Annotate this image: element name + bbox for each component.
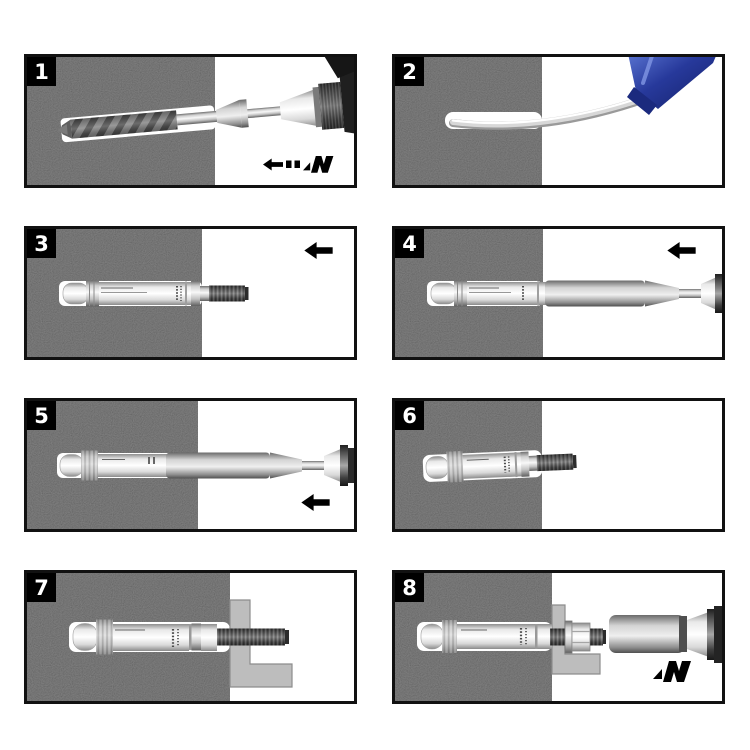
washer	[564, 620, 573, 654]
step-panel-8: 8	[392, 570, 725, 704]
step-number: 7	[34, 575, 49, 600]
step-number-badge: 6	[395, 401, 424, 430]
drill-chuck	[279, 57, 354, 136]
hammer-drill-symbol	[263, 156, 334, 173]
step-number-badge: 3	[27, 229, 56, 258]
dust-blower	[627, 57, 716, 115]
fixture-bracket	[551, 604, 601, 675]
step-panel-6: 6	[392, 398, 725, 532]
step-panel-3: 3	[24, 226, 357, 360]
left-arrow-icon	[667, 242, 696, 259]
step-panel-1: 1	[24, 54, 357, 188]
anchor-bolt	[59, 450, 168, 481]
stud-end	[590, 628, 606, 646]
step-number-badge: 8	[395, 573, 424, 602]
socket-tool	[609, 615, 687, 653]
step-number-badge: 4	[395, 229, 424, 258]
left-arrow-icon	[301, 494, 330, 511]
step-number-badge: 7	[27, 573, 56, 602]
threaded-stud	[550, 628, 566, 646]
step-number: 3	[34, 231, 49, 256]
step-panel-5: 5	[24, 398, 357, 532]
step-number-badge: 5	[27, 401, 56, 430]
drill-bit	[57, 110, 218, 139]
step-number: 2	[402, 59, 417, 84]
hammer-drill	[57, 57, 354, 143]
step-number: 4	[402, 231, 417, 256]
step-panel-7: 7	[24, 570, 357, 704]
step-number: 8	[402, 575, 417, 600]
anchor-bolt	[62, 280, 249, 307]
anchor-bolt	[72, 619, 289, 655]
setting-tool	[545, 280, 701, 307]
setting-tool	[166, 452, 324, 479]
step-panel-4: 4	[392, 226, 725, 360]
fixture-bracket	[229, 599, 293, 688]
anchor-bolt	[420, 620, 566, 653]
step-number: 5	[34, 403, 49, 428]
anchor-bolt	[422, 450, 577, 483]
hammer-action-icon	[653, 661, 691, 682]
blow-tube	[449, 96, 646, 130]
step-panel-2: 2	[392, 54, 725, 188]
drill-chuck	[324, 445, 354, 486]
left-arrow-icon	[263, 158, 283, 171]
step-number-badge: 1	[27, 57, 56, 86]
threaded-stud	[217, 628, 289, 646]
step-number-badge: 2	[395, 57, 424, 86]
threaded-stud	[536, 453, 577, 472]
step-number: 6	[402, 403, 417, 428]
hammer-action-icon	[303, 156, 334, 173]
step-number: 1	[34, 59, 49, 84]
hex-nut	[571, 622, 591, 652]
anchor-bolt	[430, 280, 547, 307]
left-arrow-icon	[304, 242, 333, 259]
threaded-stud	[209, 285, 249, 302]
drill-chuck	[701, 274, 722, 313]
anchor-marking	[503, 456, 507, 473]
drill-chuck	[687, 606, 722, 663]
